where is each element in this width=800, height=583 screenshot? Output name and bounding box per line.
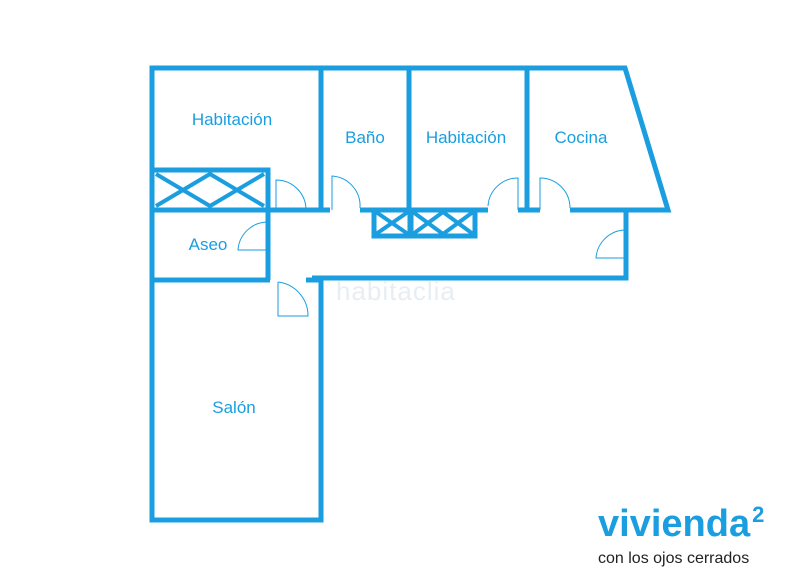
watermark: habitaclia: [336, 276, 456, 306]
door-habitacion2: [487, 177, 519, 210]
brand-logo: vivienda2 con los ojos cerrados: [598, 502, 765, 568]
door-cocina: [539, 177, 571, 210]
room-label-bano: Baño: [345, 128, 385, 147]
closet-habitacion1-cross: [154, 171, 266, 209]
partition-habitacion1-bano: [270, 68, 324, 213]
door-entrance: [595, 229, 627, 259]
brand-logo-superscript: 2: [752, 502, 765, 527]
door-bano: [331, 175, 361, 210]
closet-corridor-1-cross: [374, 210, 410, 236]
door-aseo: [237, 221, 269, 251]
aseo-salon-left-wall: [149, 268, 324, 523]
door-salon: [277, 281, 309, 317]
brand-logo-wordmark: vivienda2: [598, 502, 765, 548]
room-label-aseo: Aseo: [189, 235, 228, 254]
room-label-salon: Salón: [212, 398, 255, 417]
room-label-habitacion-2: Habitación: [426, 128, 506, 147]
room-label-habitacion-1: Habitación: [192, 110, 272, 129]
closet-corridor-2-cross: [411, 209, 475, 237]
aseo-top-wall: [152, 207, 271, 280]
door-habitacion1: [275, 179, 307, 211]
brand-logo-name: vivienda: [598, 503, 751, 545]
room-label-cocina: Cocina: [555, 128, 608, 147]
brand-tagline: con los ojos cerrados: [598, 550, 750, 567]
